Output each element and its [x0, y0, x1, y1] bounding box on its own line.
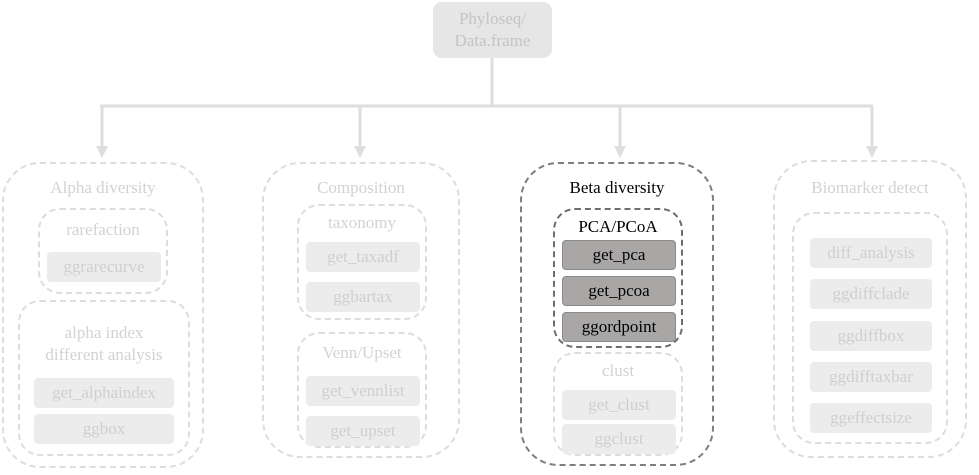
- group-title: Venn/Upset: [322, 343, 402, 362]
- group-title: clust: [601, 361, 635, 380]
- function-get-vennlist[interactable]: get_vennlist: [306, 376, 420, 406]
- function-ggbartax[interactable]: ggbartax: [306, 282, 420, 312]
- group-title-line1: alpha index: [64, 323, 144, 342]
- panel-composition: Composition taxonomy get_taxadf ggbartax…: [262, 162, 460, 458]
- function-get-pcoa[interactable]: get_pcoa: [562, 276, 676, 306]
- root-node-phyloseq[interactable]: Phyloseq/ Data.frame: [433, 2, 552, 58]
- function-ggrarecurve[interactable]: ggrarecurve: [47, 252, 161, 282]
- function-get-taxadf[interactable]: get_taxadf: [306, 242, 420, 272]
- function-ggdiffbox[interactable]: ggdiffbox: [810, 321, 932, 351]
- panel-biomarker-detect: Biomarker detect diff_analysis ggdiffcla…: [773, 160, 967, 458]
- group-biomarker-functions: diff_analysis ggdiffclade ggdiffbox ggdi…: [792, 212, 948, 444]
- group-pca-pcoa: PCA/PCoA get_pca get_pcoa ggordpoint: [553, 208, 683, 348]
- function-get-upset[interactable]: get_upset: [306, 416, 420, 446]
- group-title: taxonomy: [328, 213, 396, 232]
- arrowhead-biomarker: [866, 146, 878, 158]
- group-clust: clust get_clust ggclust: [553, 352, 683, 456]
- function-ggclust[interactable]: ggclust: [562, 424, 676, 454]
- root-label-line2: Data.frame: [454, 31, 531, 50]
- function-ggordpoint[interactable]: ggordpoint: [562, 312, 676, 342]
- group-title: PCA/PCoA: [578, 217, 658, 236]
- function-get-alphaindex[interactable]: get_alphaindex: [34, 378, 174, 408]
- group-taxonomy: taxonomy get_taxadf ggbartax: [297, 204, 427, 320]
- panel-beta-diversity: Beta diversity PCA/PCoA get_pca get_pcoa…: [520, 162, 714, 466]
- function-ggeffectsize[interactable]: ggeffectsize: [810, 403, 932, 433]
- panel-alpha-diversity: Alpha diversity rarefaction ggrarecurve …: [2, 162, 204, 468]
- group-title-line2: different analysis: [45, 345, 163, 364]
- panel-title: Composition: [317, 178, 405, 197]
- group-venn-upset: Venn/Upset get_vennlist get_upset: [297, 332, 427, 448]
- function-get-clust[interactable]: get_clust: [562, 390, 676, 420]
- root-label-line1: Phyloseq/: [458, 9, 527, 28]
- arrowhead-composition: [354, 146, 366, 158]
- function-ggdiffclade[interactable]: ggdiffclade: [810, 279, 932, 309]
- panel-title: Alpha diversity: [50, 178, 156, 197]
- panel-title: Biomarker detect: [811, 178, 929, 197]
- group-alpha-index: alpha index different analysis get_alpha…: [18, 300, 190, 456]
- group-rarefaction: rarefaction ggrarecurve: [38, 208, 168, 294]
- arrowhead-beta: [614, 146, 626, 158]
- arrowhead-alpha: [96, 146, 108, 158]
- function-diff-analysis[interactable]: diff_analysis: [810, 238, 932, 268]
- function-ggdifftaxbar[interactable]: ggdifftaxbar: [810, 362, 932, 392]
- function-get-pca[interactable]: get_pca: [562, 240, 676, 270]
- function-ggbox[interactable]: ggbox: [34, 414, 174, 444]
- group-title: rarefaction: [66, 220, 140, 239]
- panel-title: Beta diversity: [569, 178, 665, 197]
